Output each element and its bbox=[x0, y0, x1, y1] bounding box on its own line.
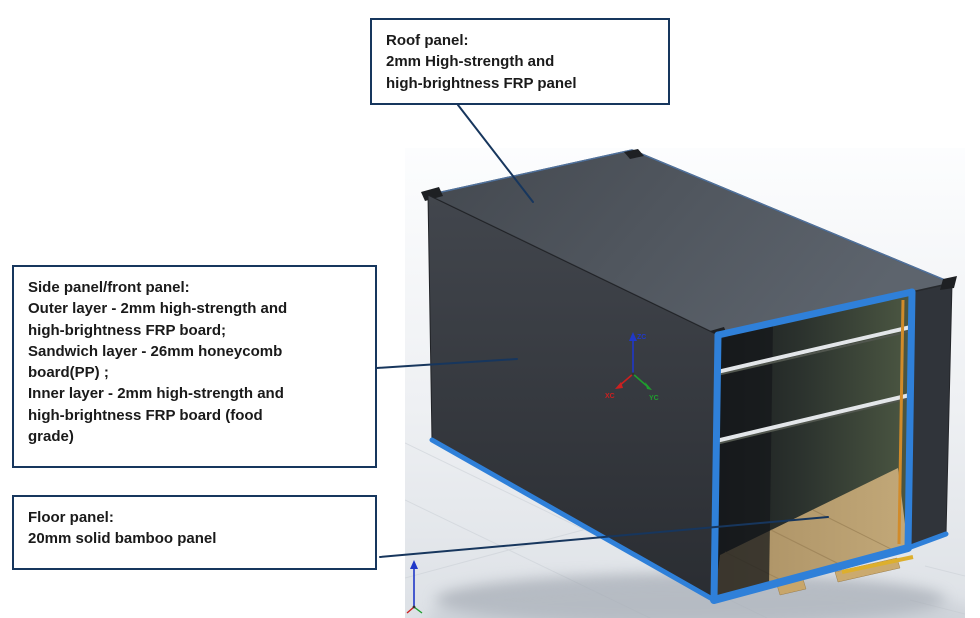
callout-side-panel: Side panel/front panel: Outer layer - 2m… bbox=[12, 265, 377, 468]
frame-far-bottom-rail bbox=[905, 531, 949, 551]
callout-floor-panel: Floor panel: 20mm solid bamboo panel bbox=[12, 495, 377, 570]
cargo-rails bbox=[715, 325, 912, 445]
axis-z-label: ZC bbox=[637, 334, 646, 341]
axis-y-label: YC bbox=[649, 395, 659, 402]
box-reflection bbox=[425, 580, 965, 618]
callout-floor-text: Floor panel: 20mm solid bamboo panel bbox=[28, 509, 217, 548]
door-seal-strip bbox=[897, 299, 905, 545]
roof-corner-castings bbox=[421, 149, 957, 341]
coordinate-triad-center: XC YC ZC bbox=[605, 332, 659, 402]
callout-roof-panel: Roof panel: 2mm High-strength and high-b… bbox=[370, 18, 670, 105]
axis-x-label: XC bbox=[605, 393, 615, 400]
frame-left-post bbox=[710, 331, 722, 604]
coordinate-triad-origin bbox=[406, 560, 423, 614]
frame-bottom-rail bbox=[710, 544, 912, 604]
frame-top-rail bbox=[714, 288, 916, 339]
callout-side-text: Side panel/front panel: Outer layer - 2m… bbox=[28, 279, 288, 446]
frame-right-post bbox=[904, 288, 916, 552]
callout-roof-text: Roof panel: 2mm High-strength and high-b… bbox=[386, 32, 577, 92]
pallet-blocks bbox=[776, 555, 914, 596]
cad-viewport: XC YC ZC bbox=[405, 148, 965, 618]
